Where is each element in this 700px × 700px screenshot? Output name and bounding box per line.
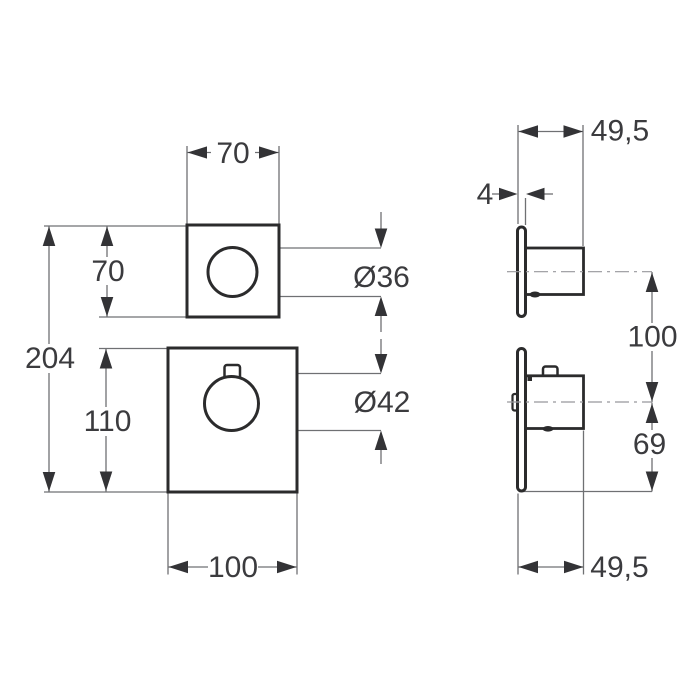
arrow-right (277, 560, 297, 574)
arrow-right (259, 146, 279, 159)
label-overall-204: 204 (25, 342, 75, 375)
side-view-bottom-unit (511, 347, 585, 493)
label-width-100: 100 (208, 551, 258, 584)
label-halo (632, 430, 667, 458)
arrow-right (563, 125, 583, 138)
dimension-lines (44, 125, 653, 575)
arrow-down (374, 228, 388, 248)
label-backgrounds (25, 139, 676, 581)
arrow-left (518, 560, 538, 574)
label-offset-69: 69 (633, 428, 666, 461)
label-halo (25, 344, 75, 373)
arrow-up (99, 349, 113, 369)
arrow-left (168, 560, 188, 574)
label-halo (208, 553, 258, 581)
arrow-up (42, 226, 56, 246)
label-thickness-4: 4 (477, 178, 494, 211)
screw-detail (529, 291, 541, 298)
arrow-left (518, 125, 538, 138)
arrow-down (42, 472, 56, 492)
arrow-up (374, 296, 388, 316)
arrow-left (187, 146, 207, 159)
arrow-right (564, 560, 584, 574)
thermostat-handle (203, 375, 260, 432)
label-dia-36: Ø36 (353, 261, 410, 294)
dimension-arrows (42, 125, 659, 574)
label-spacing-100: 100 (627, 321, 677, 354)
label-halo (211, 139, 255, 167)
label-height-110: 110 (84, 405, 132, 438)
dimension-labels: 70 70 204 110 100 Ø36 Ø42 49,5 4 100 69 … (25, 115, 678, 585)
arrow-down (99, 471, 113, 491)
front-view-small-escutcheon (185, 223, 281, 319)
arrow-left (526, 187, 545, 201)
arrow-down (645, 471, 659, 491)
label-halo (83, 407, 131, 436)
front-view-large-escutcheon (166, 346, 299, 494)
label-halo (628, 323, 676, 351)
arrow-up (374, 430, 388, 450)
pin-detail (527, 376, 532, 381)
label-depth-top-49-5: 49,5 (591, 115, 649, 148)
arrow-down (374, 354, 388, 374)
label-dia-42: Ø42 (354, 386, 411, 419)
centerlines (507, 271, 652, 403)
label-height-70: 70 (91, 255, 124, 288)
small-valve-opening (206, 246, 259, 298)
arrow-down (100, 297, 114, 317)
wall-plate-side (516, 347, 527, 493)
label-width-70: 70 (216, 137, 249, 170)
label-depth-bottom-49-5: 49,5 (590, 551, 648, 584)
arrow-up (645, 272, 659, 292)
arrow-up (645, 403, 659, 423)
screw-detail (542, 426, 554, 432)
arrow-up (100, 226, 114, 246)
arrow-right (499, 187, 518, 201)
arrow-down (645, 382, 659, 402)
label-halo (86, 257, 130, 285)
